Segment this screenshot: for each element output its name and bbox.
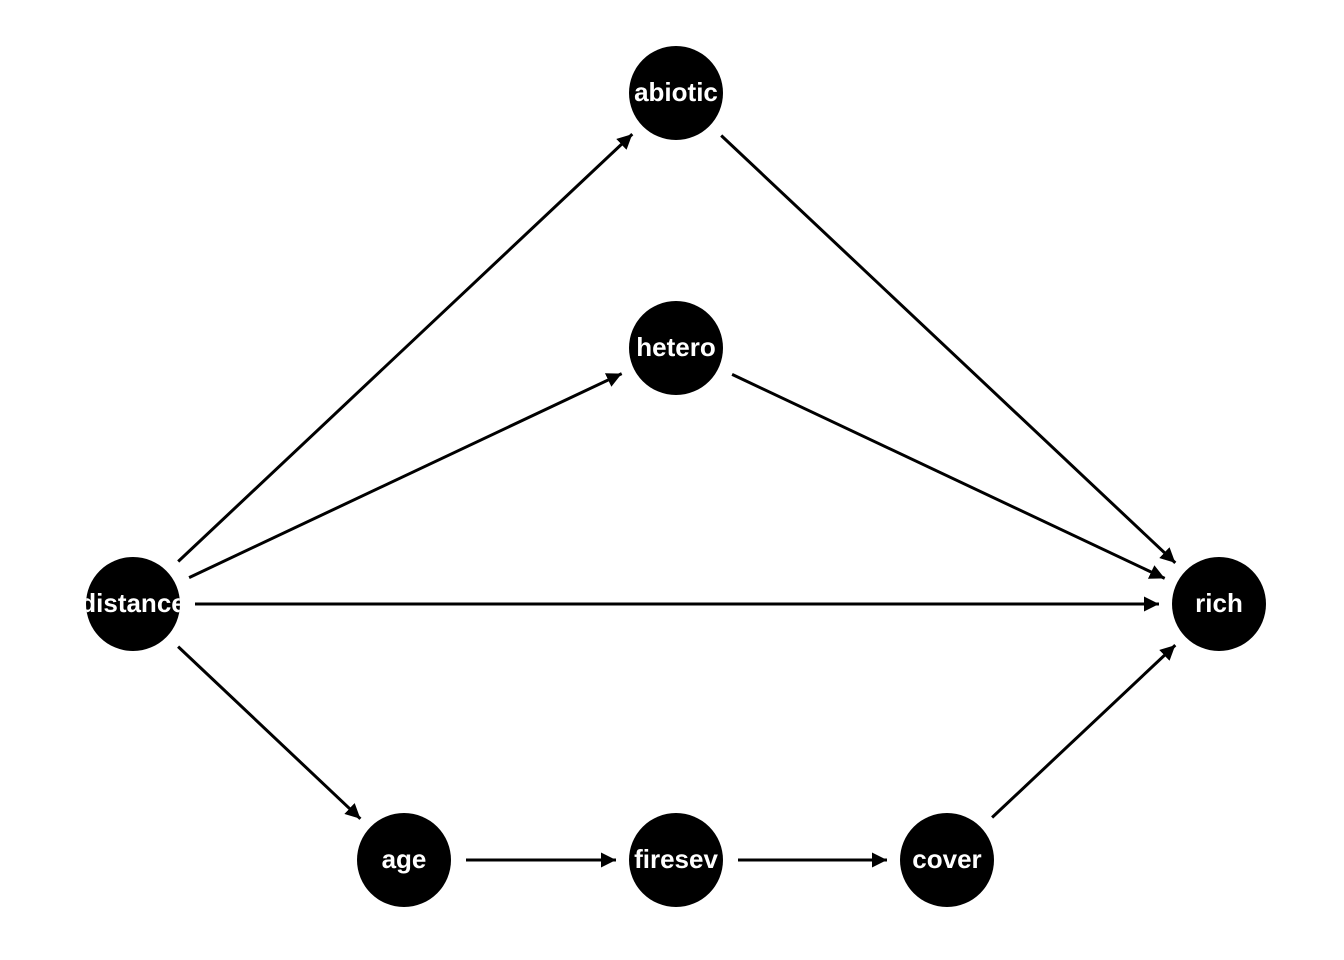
node-label-distance: distance [80,588,186,618]
node-label-hetero: hetero [636,332,715,362]
node-label-abiotic: abiotic [634,77,718,107]
node-abiotic: abiotic [629,46,723,140]
node-cover: cover [900,813,994,907]
nodes-layer: distance abiotic hetero rich age firesev… [80,46,1266,907]
edge-hetero-to-rich [731,373,1166,580]
node-hetero: hetero [629,301,723,395]
edge-distance-to-hetero [188,372,623,579]
node-distance: distance [80,557,186,651]
node-label-rich: rich [1195,588,1243,618]
edge-abiotic-to-rich [720,134,1177,564]
edge-distance-to-age [177,645,362,820]
node-rich: rich [1172,557,1266,651]
node-label-firesev: firesev [634,844,718,874]
node-firesev: firesev [629,813,723,907]
node-label-age: age [382,844,427,874]
node-label-cover: cover [912,844,981,874]
edge-distance-to-abiotic [177,133,634,563]
edges-layer [177,133,1177,868]
node-age: age [357,813,451,907]
edge-cover-to-rich [991,644,1177,819]
